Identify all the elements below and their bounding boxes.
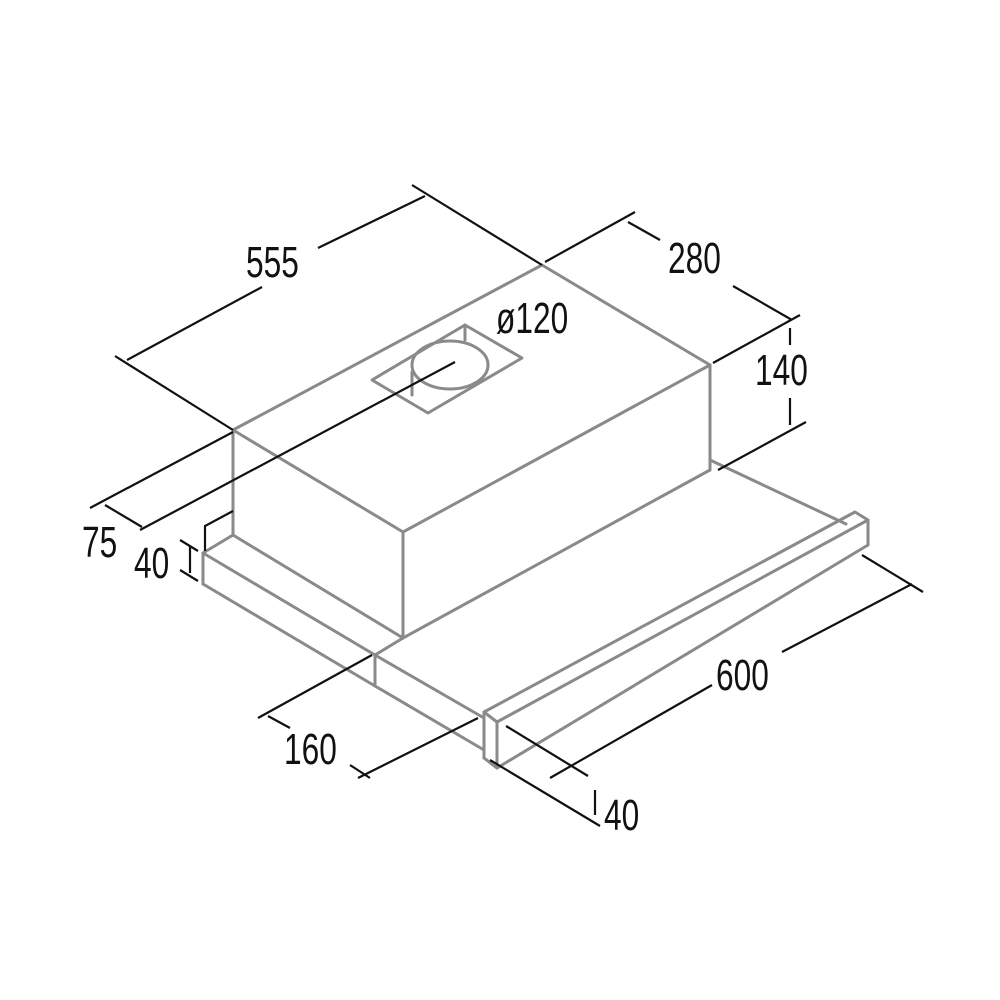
drawer-right-side <box>708 458 848 526</box>
dim-75-ext <box>139 361 456 531</box>
outlet-ring <box>410 339 490 391</box>
dim-160-tick <box>267 715 291 729</box>
label-40-handle: 40 <box>604 791 639 840</box>
dim-555-ext <box>411 184 543 266</box>
dim-160-ext <box>357 717 479 779</box>
dim-40b-ext <box>505 725 589 777</box>
base-front-bottom <box>201 582 377 688</box>
label-140: 140 <box>755 346 808 395</box>
handle-left-bottom <box>482 756 499 770</box>
label-280: 280 <box>668 234 721 283</box>
dim-555-line <box>317 195 426 249</box>
label-75: 75 <box>82 518 117 567</box>
label-outlet-diameter: ø120 <box>496 294 568 343</box>
drawer-handle-top <box>482 510 870 724</box>
label-555: 555 <box>246 238 299 287</box>
box-bottom-right <box>401 468 712 640</box>
dim-75-ext <box>89 431 234 509</box>
dim-160-ext <box>257 654 373 719</box>
base-join <box>373 636 405 657</box>
base-top-left <box>201 533 235 555</box>
dimension-lines <box>89 184 924 827</box>
dim-600-ext <box>861 554 924 593</box>
dim-600-line <box>549 684 713 779</box>
dim-280-line <box>544 211 636 263</box>
dim-40-tick <box>179 539 199 552</box>
dim-555-ext <box>114 355 234 431</box>
hood-body <box>201 263 870 770</box>
dim-140-ext <box>712 314 801 364</box>
dim-140-ext <box>717 421 807 471</box>
drawer-side-bottom <box>373 684 486 752</box>
label-600: 600 <box>716 651 769 700</box>
label-40-left: 40 <box>134 539 169 588</box>
dim-40-bracket <box>203 510 234 551</box>
dim-555-line <box>126 286 263 361</box>
dim-160-tick <box>349 764 371 779</box>
handle-bottom <box>495 543 870 770</box>
dim-600-line <box>781 583 913 653</box>
dim-40b-ext <box>489 759 601 827</box>
dim-280-line <box>732 285 793 321</box>
dim-75-tick <box>104 504 143 528</box>
dimension-labels: 555 280 140 ø120 75 40 160 600 40 <box>82 234 808 840</box>
drawer-side-top <box>373 653 486 720</box>
label-160: 160 <box>284 725 337 774</box>
box-bottom-left <box>231 533 405 640</box>
box-top-face <box>231 263 712 534</box>
dim-40-tick <box>179 569 199 582</box>
dim-280-line <box>627 221 661 241</box>
base-front-top <box>201 551 377 657</box>
